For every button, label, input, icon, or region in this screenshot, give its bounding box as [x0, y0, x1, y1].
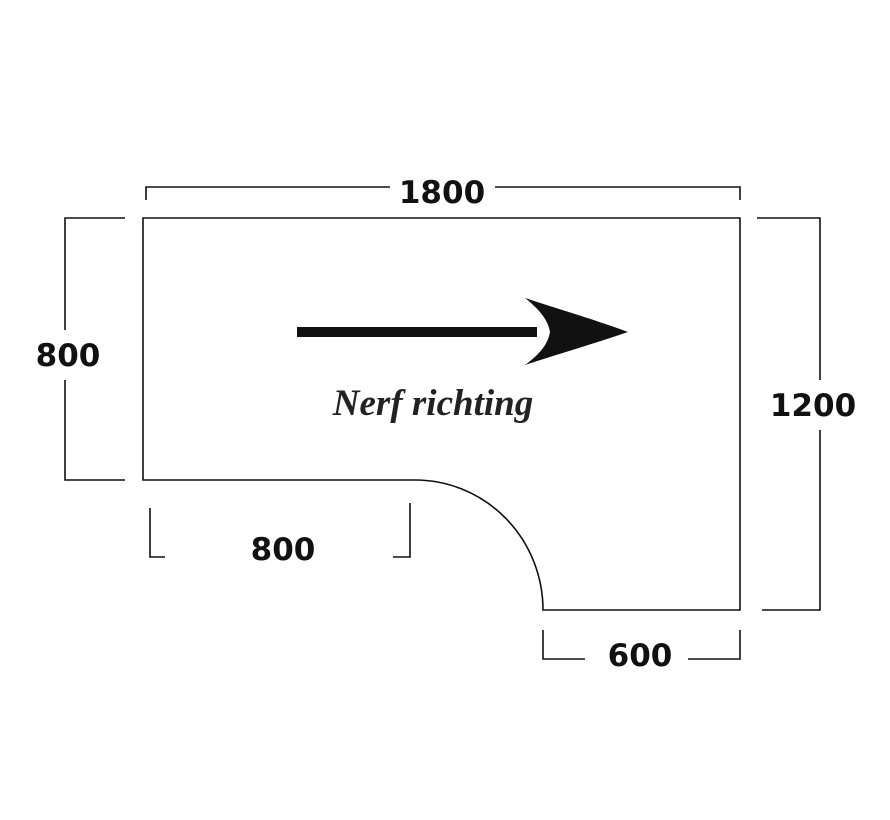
dimension-line-bottom-left	[149, 503, 411, 558]
dimension-line-top	[145, 186, 741, 200]
dimension-label-bottom-800: 800	[251, 532, 316, 568]
grain-direction-label: Nerf richting	[332, 383, 533, 424]
dimension-label-600: 600	[608, 638, 673, 674]
dimension-line-left	[64, 217, 125, 481]
dimension-line-right	[757, 217, 821, 611]
desk-outline	[142, 217, 741, 611]
dimension-label-left-800: 800	[36, 338, 101, 374]
dimension-label-1200: 1200	[770, 388, 856, 424]
grain-direction-arrow-icon	[297, 298, 628, 365]
dimension-label-1800: 1800	[399, 175, 485, 211]
dimension-line-bottom-right	[542, 630, 741, 660]
